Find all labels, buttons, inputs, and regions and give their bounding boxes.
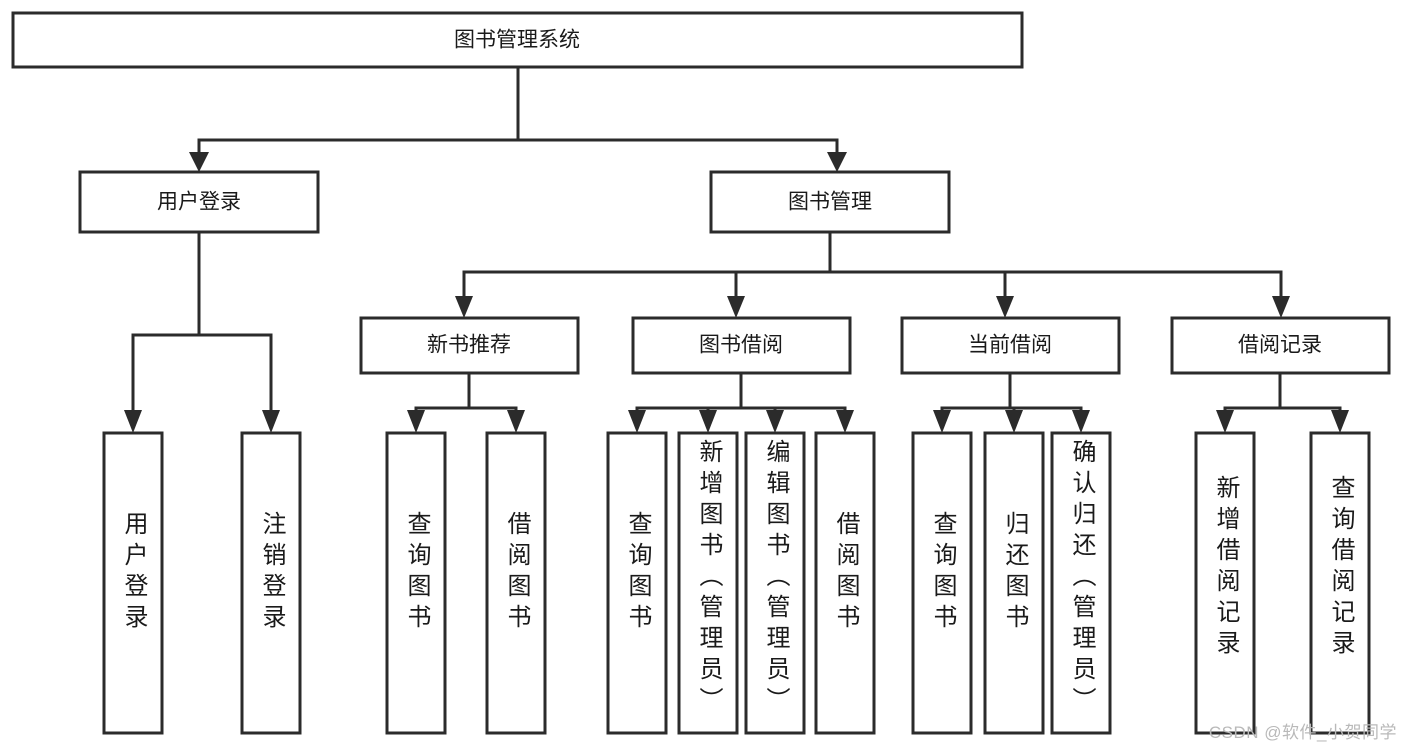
arrowhead-current-borrow-leaf-3 <box>1072 410 1090 433</box>
leaf-node-add-book-admin[interactable] <box>677 431 739 735</box>
node-book-borrow-box[interactable] <box>631 316 852 375</box>
leaf-node-user-login-box[interactable] <box>102 431 164 735</box>
leaf-node-borrow-book-2[interactable] <box>814 431 876 735</box>
leaf-node-query-book-1-box[interactable] <box>385 431 447 735</box>
arrowhead-root-to-book-manage <box>827 152 847 172</box>
arrowhead-borrow-record-leaf-1 <box>1216 410 1234 433</box>
arrowhead-borrow-leaf-1 <box>628 410 646 433</box>
node-user-login-box[interactable] <box>78 170 320 234</box>
arrowhead-book-manage-child-1 <box>455 296 473 318</box>
node-user-login[interactable]: 用户登录 <box>78 170 320 234</box>
leaf-node-borrow-book-2-box[interactable] <box>814 431 876 735</box>
arrowhead-borrow-leaf-2 <box>699 410 717 433</box>
node-book-borrow-label: 图书借阅 <box>699 334 783 357</box>
node-borrow-record-box[interactable] <box>1170 316 1391 375</box>
leaf-node-borrow-book-1-box[interactable] <box>485 431 547 735</box>
node-new-book-recommend[interactable]: 新书推荐 <box>359 316 580 375</box>
leaf-node-add-borrow-record-box[interactable] <box>1194 431 1256 735</box>
arrowhead-current-borrow-leaf-1 <box>933 410 951 433</box>
leaf-node-user-login[interactable] <box>102 431 164 735</box>
arrowhead-user-login-leaf-2 <box>262 410 280 433</box>
leaf-node-query-book-3-box[interactable] <box>911 431 973 735</box>
node-user-login-label: 用户登录 <box>157 191 241 214</box>
node-current-borrow[interactable]: 当前借阅 <box>900 316 1121 375</box>
node-book-manage[interactable]: 图书管理 <box>709 170 951 234</box>
leaf-node-borrow-book-1[interactable] <box>485 431 547 735</box>
leaf-node-query-book-3[interactable] <box>911 431 973 735</box>
leaf-node-confirm-return-admin-box[interactable] <box>1050 431 1112 735</box>
arrowhead-borrow-record-leaf-2 <box>1331 410 1349 433</box>
arrowhead-book-manage-child-2 <box>727 296 745 318</box>
arrowhead-new-book-leaf-1 <box>407 410 425 433</box>
leaf-node-query-book-2-box[interactable] <box>606 431 668 735</box>
node-book-manage-box[interactable] <box>709 170 951 234</box>
node-book-borrow[interactable]: 图书借阅 <box>631 316 852 375</box>
leaf-node-edit-book-admin-box[interactable] <box>744 431 806 735</box>
leaf-node-query-book-2[interactable] <box>606 431 668 735</box>
arrowhead-user-login-leaf-1 <box>124 410 142 433</box>
leaf-node-add-book-admin-box[interactable] <box>677 431 739 735</box>
node-new-book-recommend-label: 新书推荐 <box>427 334 511 357</box>
node-borrow-record-label: 借阅记录 <box>1238 334 1322 357</box>
node-root-label: 图书管理系统 <box>454 29 580 52</box>
leaf-node-query-borrow-record[interactable] <box>1309 431 1371 735</box>
node-current-borrow-label: 当前借阅 <box>968 334 1052 357</box>
node-borrow-record[interactable]: 借阅记录 <box>1170 316 1391 375</box>
leaf-node-logout-box[interactable] <box>240 431 302 735</box>
connector-layer <box>124 65 1349 433</box>
arrowhead-borrow-leaf-3 <box>766 410 784 433</box>
node-root[interactable]: 图书管理系统 <box>11 11 1024 69</box>
arrowhead-new-book-leaf-2 <box>507 410 525 433</box>
leaf-node-query-borrow-record-box[interactable] <box>1309 431 1371 735</box>
arrowhead-book-manage-child-4 <box>1272 296 1290 318</box>
node-root-box[interactable] <box>11 11 1024 69</box>
leaf-node-return-book-box[interactable] <box>983 431 1045 735</box>
arrowhead-root-to-user-login <box>189 152 209 172</box>
node-new-book-recommend-box[interactable] <box>359 316 580 375</box>
arrowhead-book-manage-child-3 <box>996 296 1014 318</box>
node-book-manage-label: 图书管理 <box>788 191 872 214</box>
leaf-node-add-borrow-record[interactable] <box>1194 431 1256 735</box>
arrowhead-borrow-leaf-4 <box>836 410 854 433</box>
leaf-node-confirm-return-admin[interactable] <box>1050 431 1112 735</box>
node-current-borrow-box[interactable] <box>900 316 1121 375</box>
leaf-node-return-book[interactable] <box>983 431 1045 735</box>
leaf-node-logout[interactable] <box>240 431 302 735</box>
leaf-node-query-book-1[interactable] <box>385 431 447 735</box>
leaf-node-edit-book-admin[interactable] <box>744 431 806 735</box>
arrowhead-current-borrow-leaf-2 <box>1005 410 1023 433</box>
